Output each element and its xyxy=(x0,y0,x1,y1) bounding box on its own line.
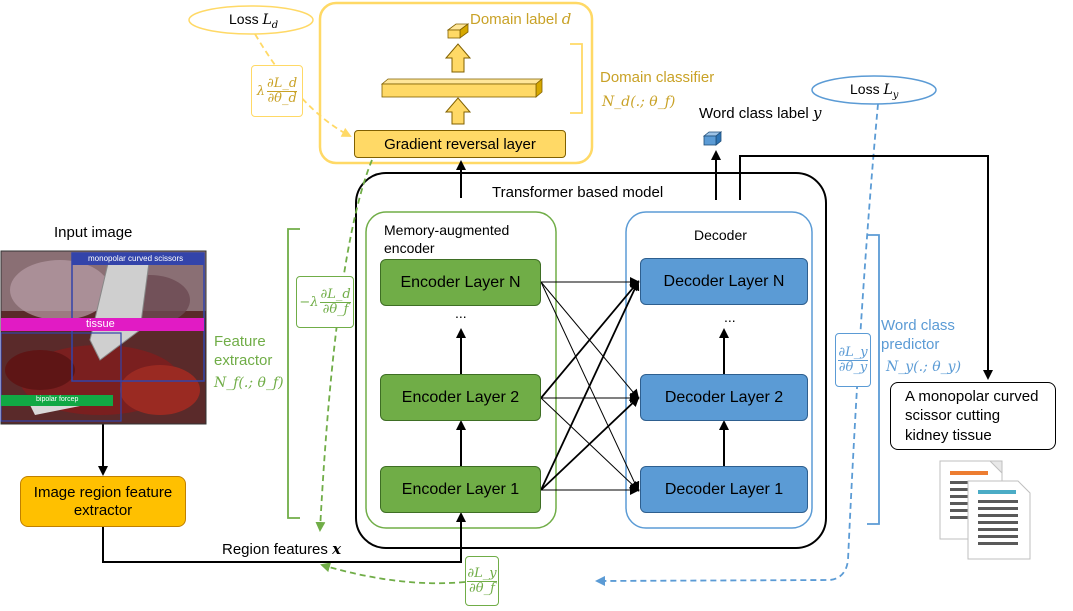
transformer-label: Transformer based model xyxy=(492,184,664,201)
domain-label: Domain label d xyxy=(470,10,572,28)
decoder-layer-2: Decoder Layer 2 xyxy=(640,374,808,421)
image-region-extractor-label: Image region feature extractor xyxy=(33,483,173,519)
grad-ly-thetay: ∂L_y ∂θ_y xyxy=(835,333,871,387)
decoder-layer-n: Decoder Layer N xyxy=(640,258,808,305)
bottom-green-dashed-arrow xyxy=(320,562,466,585)
loss-y-ellipse xyxy=(811,75,937,105)
word-class-predictor-formula: N_y(.; θ_y) xyxy=(886,359,962,375)
encoder-layer-n: Encoder Layer N xyxy=(380,259,541,306)
forcep-box-label: bipolar forcep xyxy=(36,396,79,403)
decoder-to-caption-arrow xyxy=(739,155,993,380)
tissue-box-label: tissue xyxy=(86,318,115,330)
output-caption-box: A monopolar curved scissor cutting kidne… xyxy=(890,382,1056,450)
decoder-layer-n-label: Decoder Layer N xyxy=(663,272,785,290)
word-class-cube-icon xyxy=(702,131,723,146)
encoder-title: Memory-augmented encoder xyxy=(384,222,510,257)
loss-y-dashed-line xyxy=(595,103,879,586)
scissors-box-label: monopolar curved scissors xyxy=(88,254,184,263)
decoder-container xyxy=(625,211,813,529)
decoder-ellipsis: ... xyxy=(724,309,736,325)
encoder-layer-2-label: Encoder Layer 2 xyxy=(401,388,520,406)
loss-d-label: Loss Ld xyxy=(229,11,279,31)
up-block-arrow-icon xyxy=(444,43,472,73)
domain-feature-bar-icon xyxy=(380,78,544,98)
word-class-bracket xyxy=(867,234,880,525)
reversal-to-feature-dashed-arrow xyxy=(315,159,373,532)
encoder-layer-2: Encoder Layer 2 xyxy=(380,374,541,421)
up-block-arrow-icon xyxy=(444,97,472,125)
input-image xyxy=(0,250,207,425)
grad-ly-thetaf: ∂L_y ∂θ_f xyxy=(465,556,499,606)
feature-extractor-bracket xyxy=(287,228,300,519)
input-image-title: Input image xyxy=(54,224,133,241)
decoder-layer-2-label: Decoder Layer 2 xyxy=(664,388,784,406)
gradient-reversal-box: Gradient reversal layer xyxy=(354,130,566,158)
word-class-predictor-label: Word class predictor xyxy=(881,317,955,353)
encoder-layer-n-label: Encoder Layer N xyxy=(400,273,521,291)
gradient-reversal-label: Gradient reversal layer xyxy=(384,135,536,153)
word-class-label: Word class label y xyxy=(699,104,822,122)
loss-d-ellipse xyxy=(188,5,314,35)
output-caption-text: A monopolar curved scissor cutting kidne… xyxy=(905,387,1039,444)
decoder-layer-1-label: Decoder Layer 1 xyxy=(664,480,784,498)
encoder-layer-1: Encoder Layer 1 xyxy=(380,466,541,513)
feature-extractor-formula: N_f(.; θ_f) xyxy=(214,375,284,391)
loss-y-label: Loss Ly xyxy=(850,81,899,101)
decoder-layer-1: Decoder Layer 1 xyxy=(640,466,808,513)
decoder-title: Decoder xyxy=(694,227,747,243)
domain-classifier-formula: N_d(.; θ_f) xyxy=(602,94,676,110)
feature-extractor-label: Feature extractor xyxy=(214,333,273,369)
region-features-label: Region features x xyxy=(222,540,342,558)
grad-lambda-ld-thetad: λ ∂L_d ∂θ_d xyxy=(251,65,303,117)
domain-label-cube-icon xyxy=(446,23,470,39)
image-region-extractor-box: Image region feature extractor xyxy=(20,476,186,527)
document-icon xyxy=(939,460,1031,560)
domain-classifier-bracket xyxy=(570,43,583,114)
cross-connections xyxy=(540,277,640,495)
domain-classifier-label: Domain classifier xyxy=(600,69,715,86)
grad-neg-lambda-ld-thetaf: −λ ∂L_d ∂θ_f xyxy=(296,276,354,328)
encoder-layer-1-label: Encoder Layer 1 xyxy=(401,480,520,498)
extractor-to-encoder-arrow xyxy=(102,512,466,563)
transformer-box xyxy=(355,172,827,549)
encoder-ellipsis: ... xyxy=(455,305,467,321)
